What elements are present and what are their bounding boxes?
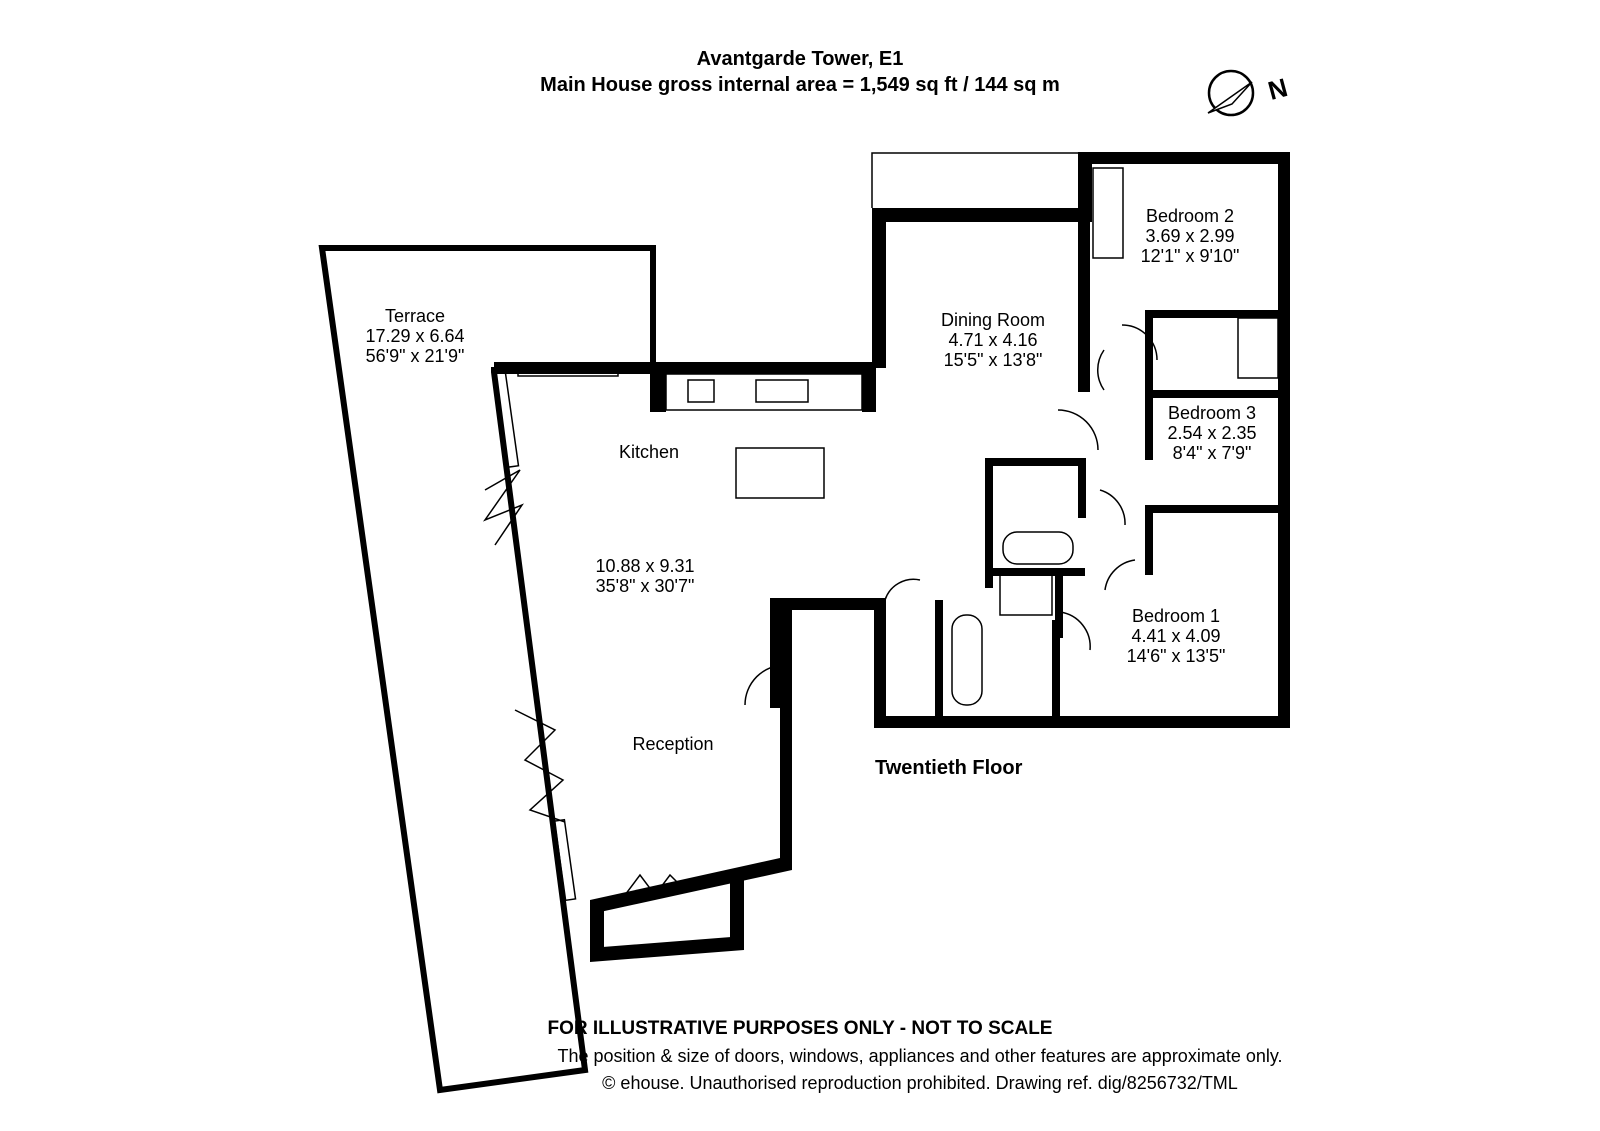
- bedroom2-imperial: 12'1" x 9'10": [1141, 246, 1240, 266]
- page-title: Avantgarde Tower, E1: [696, 48, 904, 70]
- terrace-imperial: 56'9" x 21'9": [366, 346, 465, 366]
- disclaimer-heading: FOR ILLUSTRATIVE PURPOSES ONLY - NOT TO …: [547, 1018, 1053, 1039]
- dining-name: Dining Room: [941, 310, 1045, 330]
- floor-label: Twentieth Floor: [875, 757, 1023, 779]
- bedroom3-name: Bedroom 3: [1168, 403, 1256, 423]
- bedroom3-imperial: 8'4" x 7'9": [1173, 443, 1252, 463]
- north-arrow-icon: N: [1207, 69, 1291, 117]
- room-labels: Terrace 17.29 x 6.64 56'9" x 21'9" Kitch…: [365, 206, 1256, 754]
- area-subtitle: Main House gross internal area = 1,549 s…: [540, 74, 1060, 96]
- walls: [494, 152, 1290, 962]
- bedroom1-name: Bedroom 1: [1132, 606, 1220, 626]
- fixtures: [482, 152, 1279, 902]
- dining-metric: 4.71 x 4.16: [948, 330, 1037, 350]
- main-imperial: 35'8" x 30'7": [596, 576, 695, 596]
- terrace-name: Terrace: [385, 306, 445, 326]
- bedroom2-name: Bedroom 2: [1146, 206, 1234, 226]
- north-label: N: [1265, 72, 1291, 106]
- copyright-text: © ehouse. Unauthorised reproduction proh…: [602, 1073, 1238, 1093]
- bedroom3-metric: 2.54 x 2.35: [1167, 423, 1256, 443]
- dining-imperial: 15'5" x 13'8": [944, 350, 1043, 370]
- bedroom2-metric: 3.69 x 2.99: [1145, 226, 1234, 246]
- bedroom1-metric: 4.41 x 4.09: [1131, 626, 1220, 646]
- bedroom1-imperial: 14'6" x 13'5": [1127, 646, 1226, 666]
- terrace-outline: [318, 245, 656, 1094]
- reception-name: Reception: [632, 734, 713, 754]
- kitchen-name: Kitchen: [619, 442, 679, 462]
- disclaimer-text: The position & size of doors, windows, a…: [557, 1046, 1283, 1066]
- terrace-metric: 17.29 x 6.64: [365, 326, 464, 346]
- main-metric: 10.88 x 9.31: [595, 556, 694, 576]
